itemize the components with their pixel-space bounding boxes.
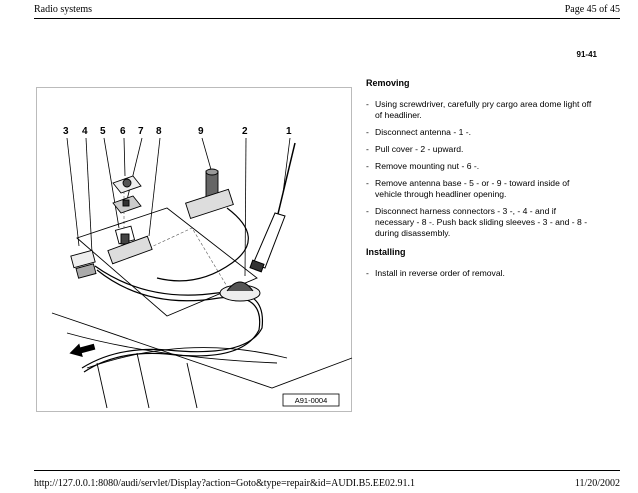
callout-5: 5 [100,126,106,137]
callout-8: 8 [156,126,162,137]
figure-code: A91-0004 [295,396,328,405]
removing-step: Disconnect antenna - 1 -. [366,127,596,138]
antenna-diagram: 3 4 5 6 7 8 9 2 1 [36,87,353,412]
callout-6: 6 [120,126,126,137]
removing-steps: Using screwdriver, carefully pry cargo a… [366,99,596,239]
installing-heading: Installing [366,247,406,257]
removing-step: Using screwdriver, carefully pry cargo a… [366,99,596,121]
callout-7: 7 [138,126,144,137]
callout-1: 1 [286,126,292,137]
removing-step: Remove antenna base - 5 - or - 9 - towar… [366,178,596,200]
footer-url[interactable]: http://127.0.0.1:8080/audi/servlet/Displ… [34,478,416,489]
removing-step: Disconnect harness connectors - 3 -, - 4… [366,206,596,239]
section-number: 91-41 [576,50,597,59]
footer-rule [34,470,620,471]
callout-4: 4 [82,126,88,137]
page-indicator: Page 45 of 45 [564,4,620,15]
footer-date: 11/20/2002 [574,478,620,489]
callout-3: 3 [63,126,69,137]
diagram-svg: 3 4 5 6 7 8 9 2 1 [51,126,353,409]
callout-2: 2 [242,126,248,137]
callout-9: 9 [198,126,204,137]
removing-step: Pull cover - 2 - upward. [366,144,596,155]
header-title: Radio systems [34,4,93,15]
removing-heading: Removing [366,78,410,88]
header-rule [34,18,620,19]
installing-steps: Install in reverse order of removal. [366,268,596,279]
removing-step: Remove mounting nut - 6 -. [366,161,596,172]
instructions: Removing Using screwdriver, carefully pr… [366,78,596,285]
installing-step: Install in reverse order of removal. [366,268,596,279]
